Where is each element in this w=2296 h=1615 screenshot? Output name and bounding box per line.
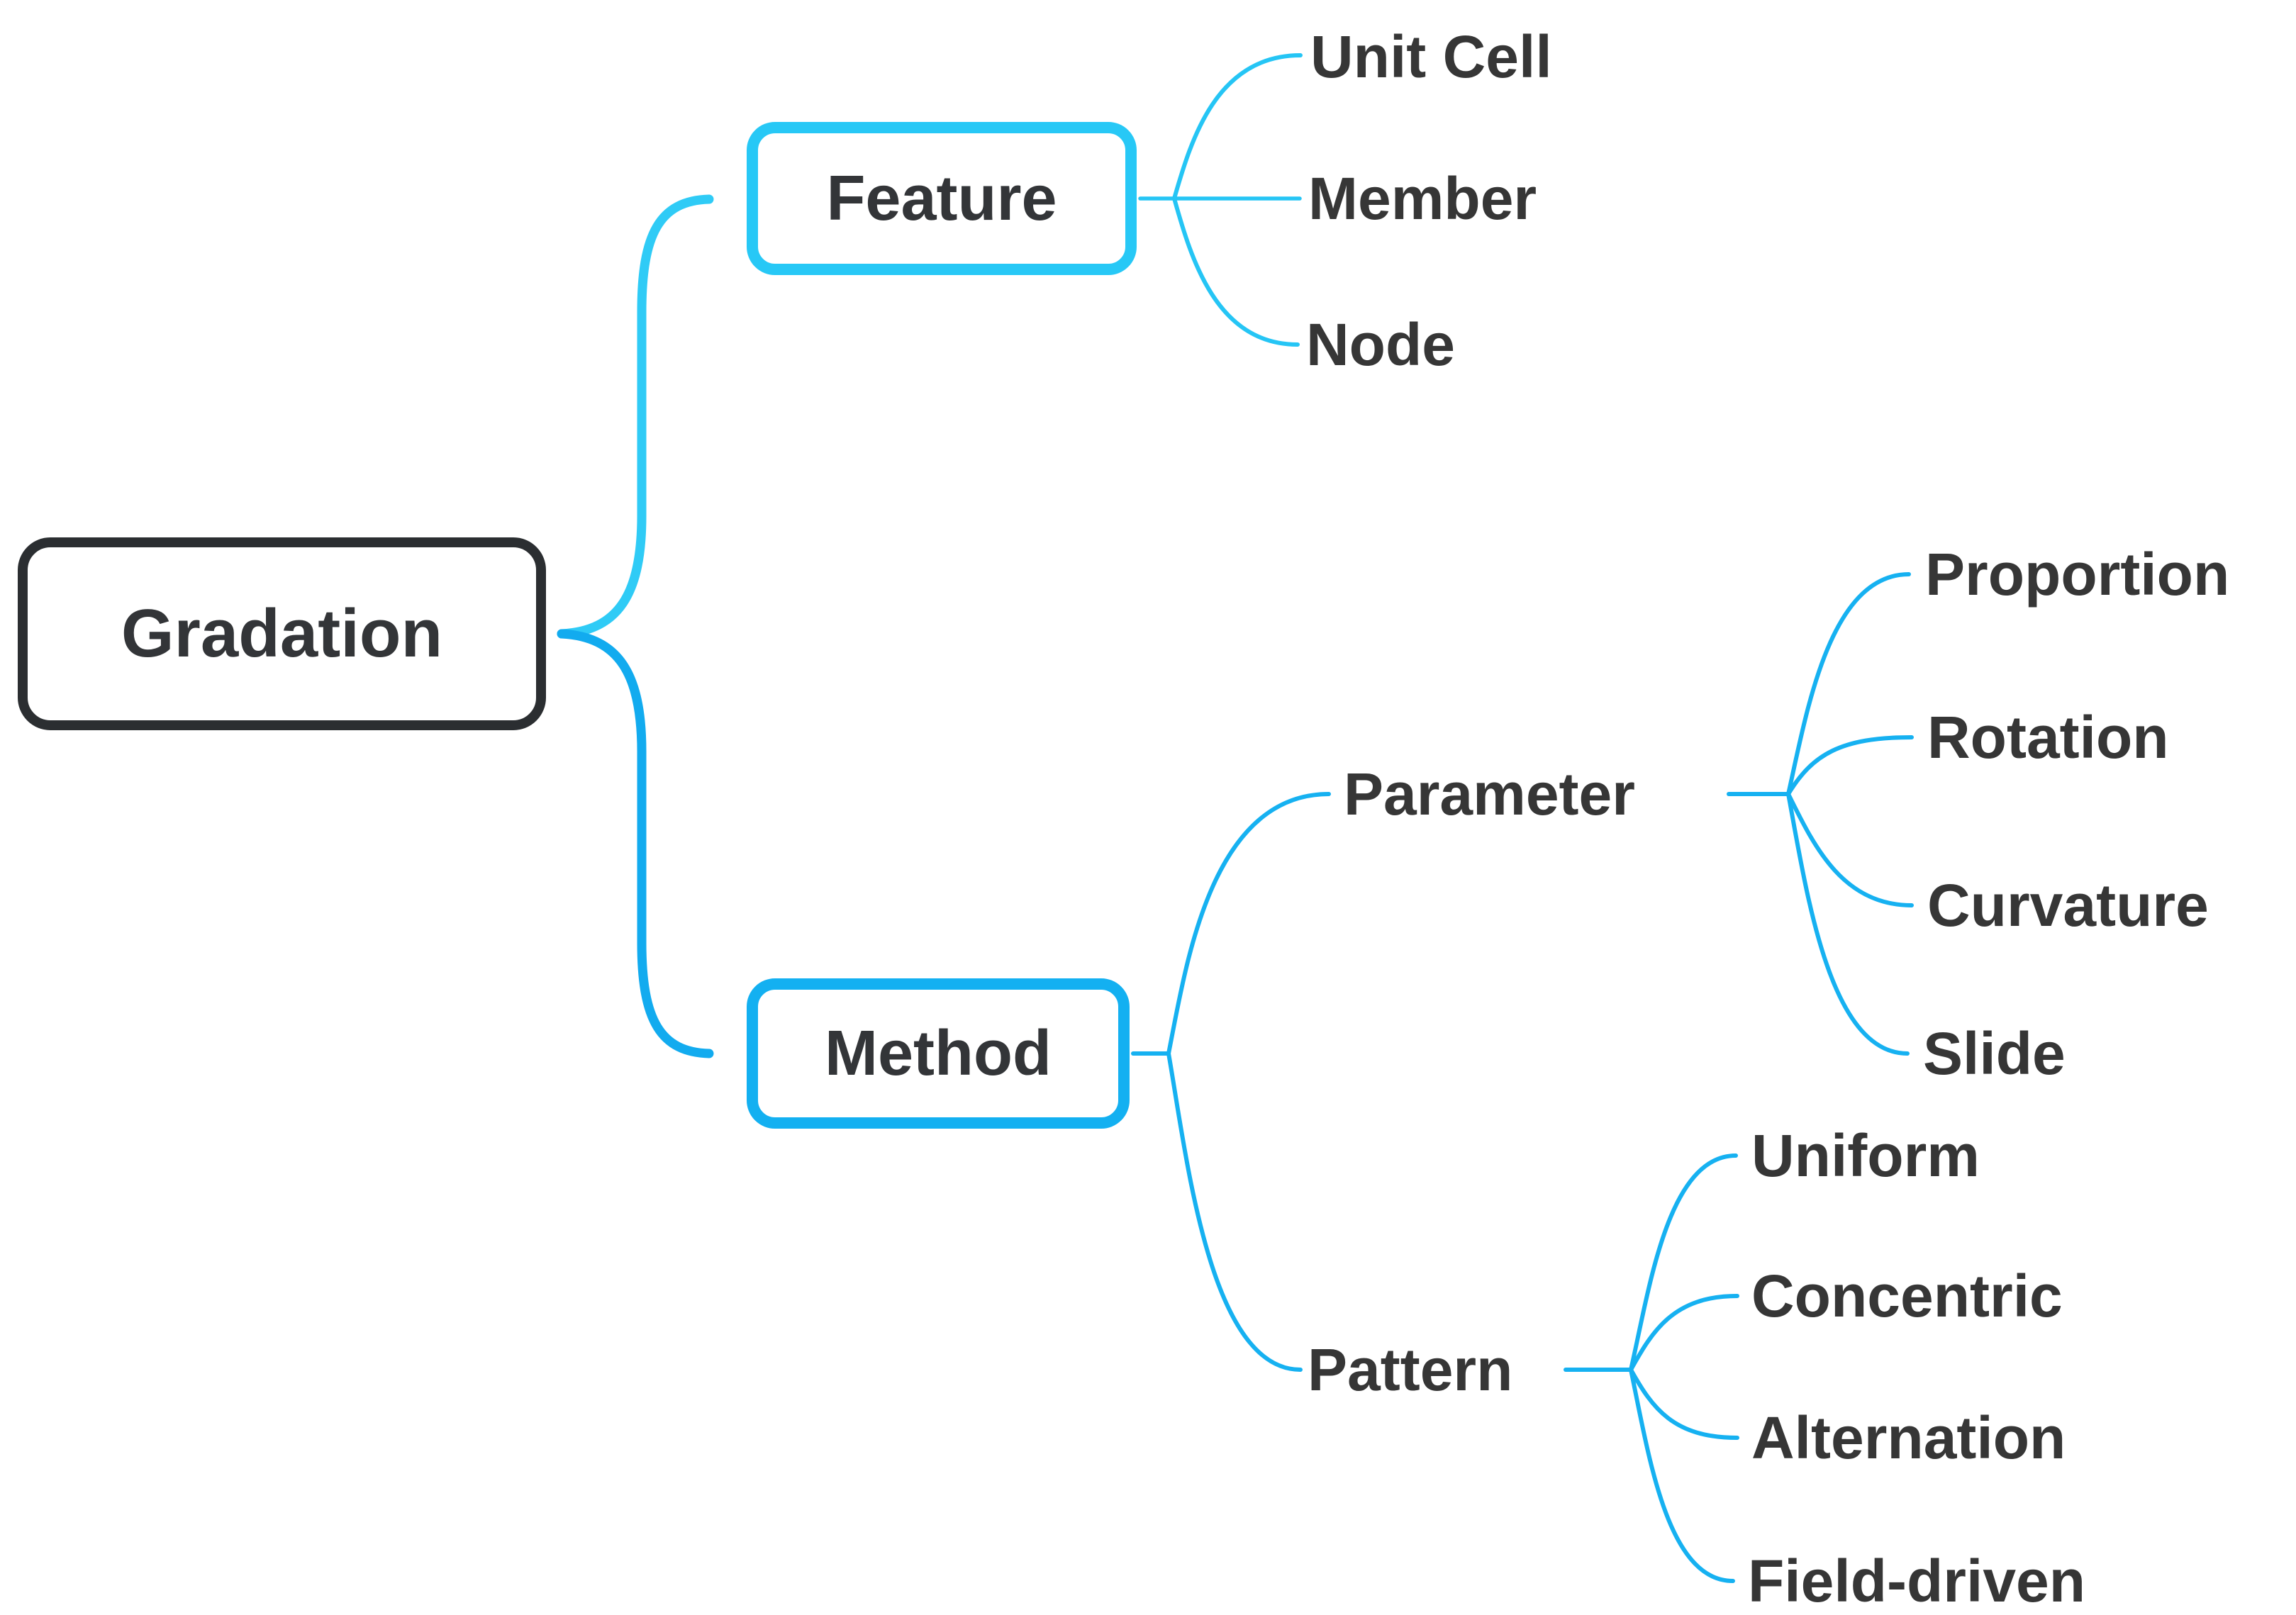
- connector-pattern-alternation: [1629, 1368, 1739, 1440]
- node-slide[interactable]: Slide: [1923, 1020, 2066, 1087]
- node-parameter[interactable]: Parameter: [1344, 761, 1635, 827]
- feature-branch-connectors: [1138, 53, 1303, 347]
- root-brace: [557, 194, 714, 1058]
- connector-pattern-field-driven: [1629, 1368, 1735, 1583]
- node-unit-cell[interactable]: Unit Cell: [1310, 23, 1552, 90]
- connector-pattern-uniform: [1629, 1153, 1738, 1372]
- pattern-fan-connectors: [1564, 1153, 1739, 1583]
- connector-parameter-proportion: [1786, 572, 1911, 796]
- connector-method-parameter: [1166, 792, 1331, 1056]
- node-concentric[interactable]: Concentric: [1751, 1263, 2063, 1329]
- connector-feature-unit-cell: [1172, 53, 1303, 201]
- node-uniform[interactable]: Uniform: [1751, 1122, 1980, 1189]
- node-node[interactable]: Node: [1306, 311, 1455, 378]
- connector-gradation-feature: [557, 194, 714, 639]
- node-gradation[interactable]: Gradation: [18, 537, 546, 730]
- node-feature-label: Feature: [826, 162, 1057, 234]
- node-curvature[interactable]: Curvature: [1927, 872, 2209, 939]
- node-member[interactable]: Member: [1308, 165, 1537, 232]
- connector-parameter-curvature: [1786, 792, 1914, 907]
- node-rotation[interactable]: Rotation: [1927, 704, 2169, 771]
- connector-feature-node: [1172, 196, 1300, 347]
- node-method[interactable]: Method: [747, 978, 1130, 1129]
- method-branch-connectors: [1131, 792, 1331, 1372]
- node-proportion[interactable]: Proportion: [1925, 541, 2230, 608]
- node-feature[interactable]: Feature: [747, 122, 1137, 275]
- node-alternation[interactable]: Alternation: [1751, 1404, 2066, 1471]
- connector-parameter-rotation: [1786, 735, 1914, 796]
- connector-gradation-method: [557, 629, 714, 1058]
- connector-parameter-slide: [1786, 792, 1910, 1056]
- parameter-fan-connectors: [1727, 572, 1914, 1056]
- connector-pattern-concentric: [1629, 1294, 1739, 1372]
- node-method-label: Method: [825, 1017, 1052, 1089]
- node-pattern[interactable]: Pattern: [1308, 1336, 1513, 1403]
- node-gradation-label: Gradation: [121, 596, 443, 671]
- connector-method-pattern: [1166, 1051, 1303, 1372]
- node-field-driven[interactable]: Field-driven: [1748, 1548, 2086, 1614]
